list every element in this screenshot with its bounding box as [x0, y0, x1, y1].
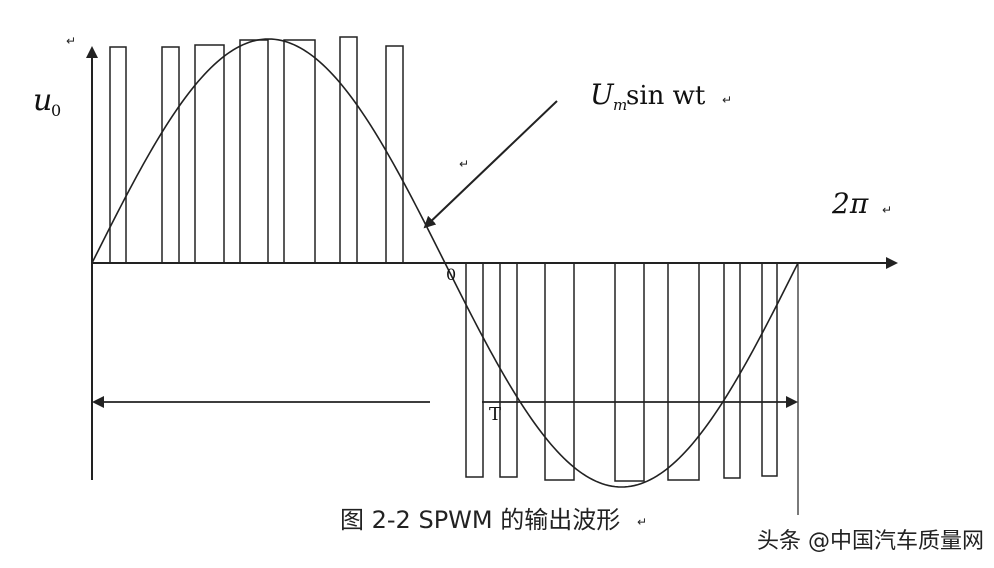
paragraph-mark: ↵ — [722, 93, 732, 107]
sine-label: U — [590, 78, 615, 111]
x-axis-label: 2π — [831, 187, 869, 220]
positive-pulse — [194, 44, 225, 264]
negative-pulse — [614, 262, 645, 482]
sine-label-rest: sin wt — [626, 81, 706, 111]
paragraph-mark: ↵ — [66, 34, 76, 48]
negative-pulse — [667, 262, 700, 481]
paragraph-mark: ↵ — [882, 203, 892, 217]
negative-pulse — [723, 262, 741, 479]
positive-pulse — [161, 46, 180, 264]
positive-pulse-group — [109, 36, 404, 264]
negative-pulse — [544, 262, 575, 481]
positive-pulse — [239, 39, 269, 264]
y-axis-label: u — [33, 83, 52, 118]
watermark: 头条 @中国汽车质量网 — [757, 529, 984, 554]
y-axis-label-subscript: 0 — [51, 101, 61, 120]
sine-annotation-arrow — [423, 100, 558, 229]
period-label: T — [489, 404, 501, 425]
negative-pulse — [499, 262, 518, 478]
paragraph-mark: ↵ — [459, 157, 469, 171]
negative-pulse — [465, 262, 484, 478]
negative-pulse — [761, 262, 778, 477]
origin-label: 0 — [446, 265, 456, 284]
figure-caption: 图 2-2 SPWM 的输出波形 — [340, 506, 620, 534]
negative-pulse-group — [465, 262, 778, 482]
positive-pulse — [109, 46, 127, 264]
positive-pulse — [283, 39, 316, 264]
paragraph-mark: ↵ — [637, 515, 647, 529]
sine-label-subscript: m — [613, 96, 627, 114]
positive-pulse — [339, 36, 358, 264]
